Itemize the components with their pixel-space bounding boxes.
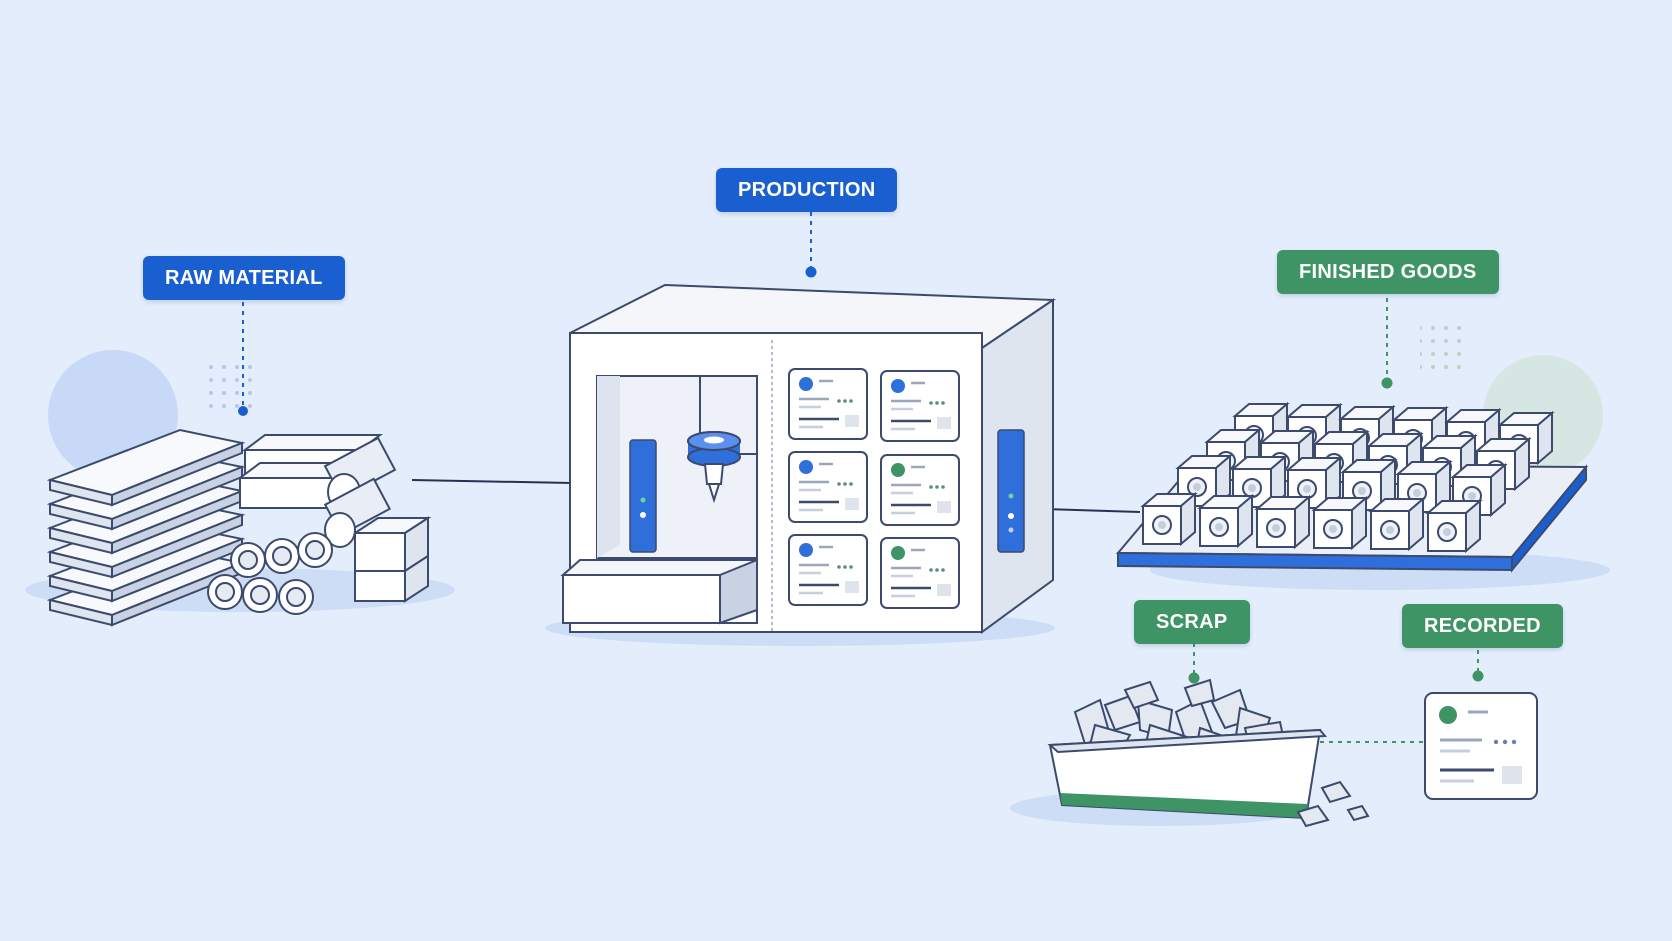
finished-goods-label: FINISHED GOODS [1277, 250, 1499, 294]
scrap-bin-icon [1010, 643, 1370, 828]
record-card-icon [1424, 650, 1538, 800]
parts-tray-icon [1115, 298, 1610, 590]
raw-material-label: RAW MATERIAL [143, 256, 345, 300]
recorded-label: RECORDED [1402, 604, 1563, 648]
scrap-label: SCRAP [1134, 600, 1250, 644]
raw-material-stack-icon [25, 302, 455, 626]
cnc-machine-icon [545, 212, 1057, 646]
production-label: PRODUCTION [716, 168, 898, 212]
